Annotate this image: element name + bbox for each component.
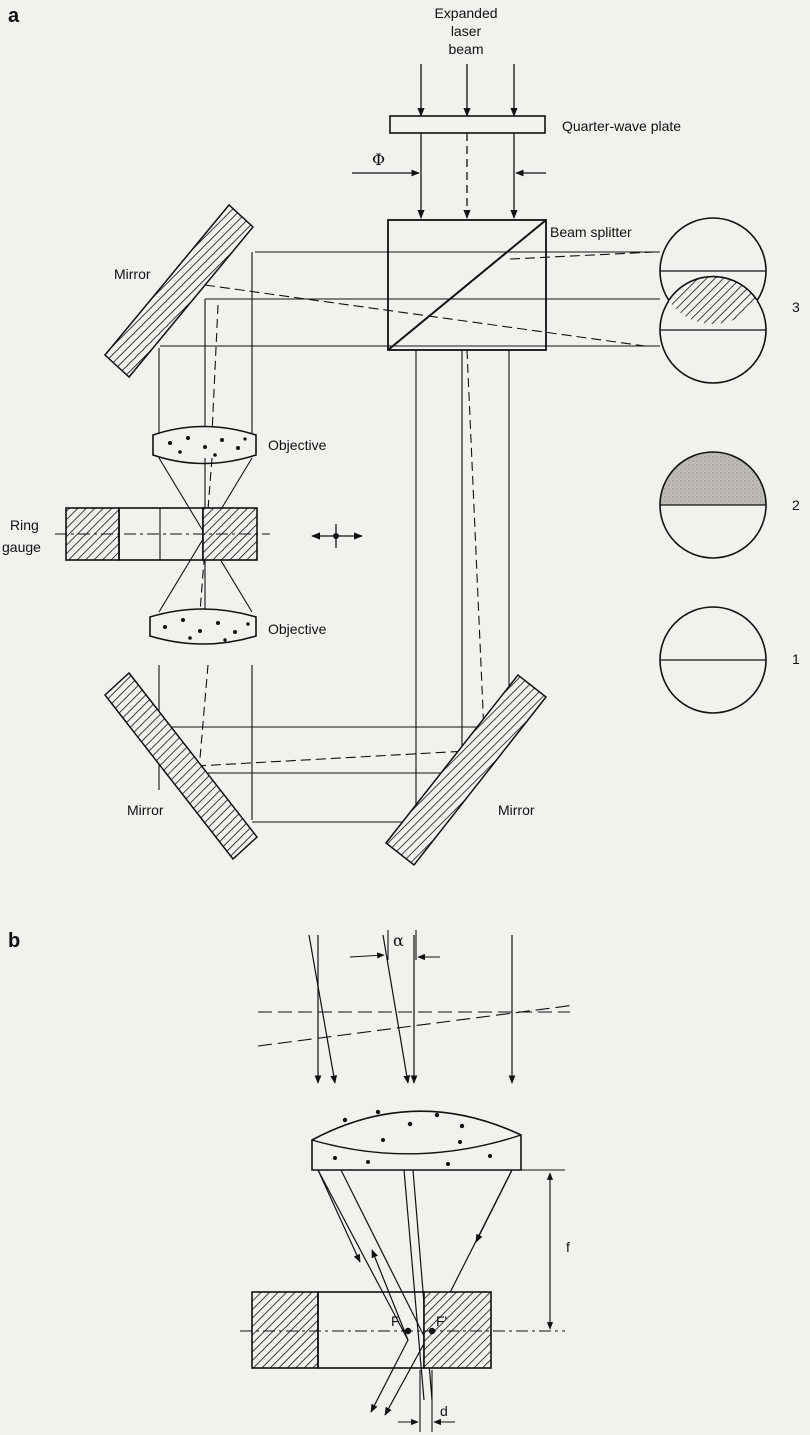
objective-lens-b-inner-curve [311,1134,522,1155]
beam-label-line2: laser [451,23,482,39]
phi-symbol: Φ [372,150,385,169]
mirror-bottom-right-label: Mirror [498,802,535,818]
mirror-top-left [103,203,255,379]
mirror-bottom-left-label: Mirror [127,802,164,818]
ring-gauge-label-line1: Ring [10,517,39,533]
focal-point-F-prime [428,1327,436,1335]
view-field-3 [659,217,767,384]
objective-top-lens [152,425,257,465]
vertical-beams-left [158,252,253,820]
mirror-top-label: Mirror [114,266,151,282]
objective-lens-b-specks [333,1109,492,1166]
horizontal-beams-top [160,251,660,347]
focal-length-dimension [521,1169,565,1330]
translation-point [333,533,339,539]
incoming-rays-b [308,934,516,1084]
objective-top-label: Objective [268,437,327,453]
incoming-beam [417,64,518,219]
focusing-rays-b [317,1169,513,1416]
objective-bottom-lens [149,608,257,645]
alpha-symbol: α [393,931,404,950]
ring-gauge-label-line2: gauge [2,539,41,555]
mirror-bottom-right [384,673,548,867]
view-field-3-label: 3 [792,299,800,315]
d-label: d [440,1403,448,1419]
focal-point-F-prime-label: F' [436,1313,447,1329]
beam-label-line3: beam [448,41,483,57]
view-field-2-label: 2 [792,497,800,513]
quarter-wave-plate [389,115,546,134]
ring-gauge-b-right-wall [423,1291,492,1369]
view-field-1-label: 1 [792,651,800,667]
ring-gauge-b-left-wall [251,1291,319,1369]
horizontal-beams-bottom [158,726,509,823]
focal-point-F-label: F [391,1313,400,1329]
focal-point-F [404,1327,412,1335]
view-field-1 [659,606,767,714]
view-field-2 [659,451,767,559]
beam-splitter-diagonal [387,219,547,351]
beam-splitter-label: Beam splitter [550,224,632,240]
panel-a-label: a [8,5,20,27]
wavefront-lines [257,1004,576,1047]
d-dimension [398,1370,455,1432]
panel-b-label: b [8,930,20,952]
objective-bottom-specks [163,618,250,642]
alpha-dimension [349,930,440,961]
vertical-beams-right [415,349,510,822]
quarter-wave-plate-label: Quarter-wave plate [562,118,681,134]
beam-label-line1: Expanded [434,5,497,21]
objective-top-specks [168,436,247,457]
mirror-bottom-left [103,671,259,861]
objective-bottom-label: Objective [268,621,327,637]
focal-length-label: f [566,1239,570,1255]
